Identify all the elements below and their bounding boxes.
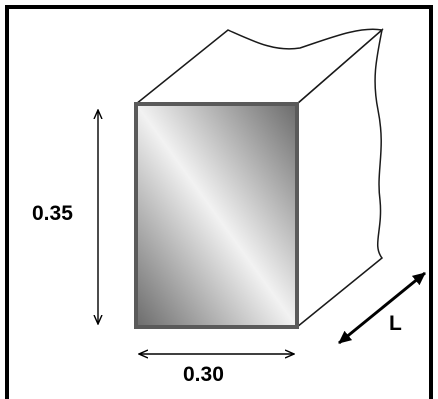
prism-top-face — [133, 28, 384, 105]
length-label: L — [389, 312, 402, 335]
width-label: 0.30 — [183, 363, 224, 386]
prism-side-face — [296, 27, 384, 329]
figure-frame — [5, 5, 433, 399]
cross-section-face — [134, 102, 299, 329]
length-dimension-arrow — [338, 271, 426, 345]
height-label: 0.35 — [32, 202, 73, 225]
